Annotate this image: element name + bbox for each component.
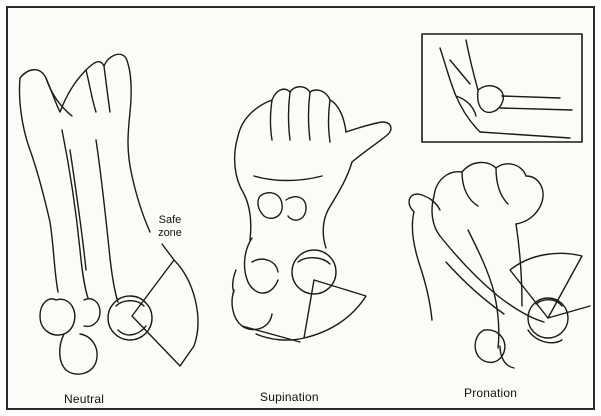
safe-zone-annotation: Safe zone [150, 214, 190, 240]
caption-neutral: Neutral [64, 392, 104, 406]
caption-supination: Supination [260, 390, 319, 404]
supination-forearm-drawing [232, 87, 391, 342]
pronation-forearm-drawing [409, 162, 590, 368]
elbow-inset-drawing [422, 34, 582, 142]
safe-zone-line2: zone [150, 227, 190, 240]
safe-zone-line1: Safe [150, 214, 190, 227]
caption-pronation: Pronation [464, 386, 517, 400]
